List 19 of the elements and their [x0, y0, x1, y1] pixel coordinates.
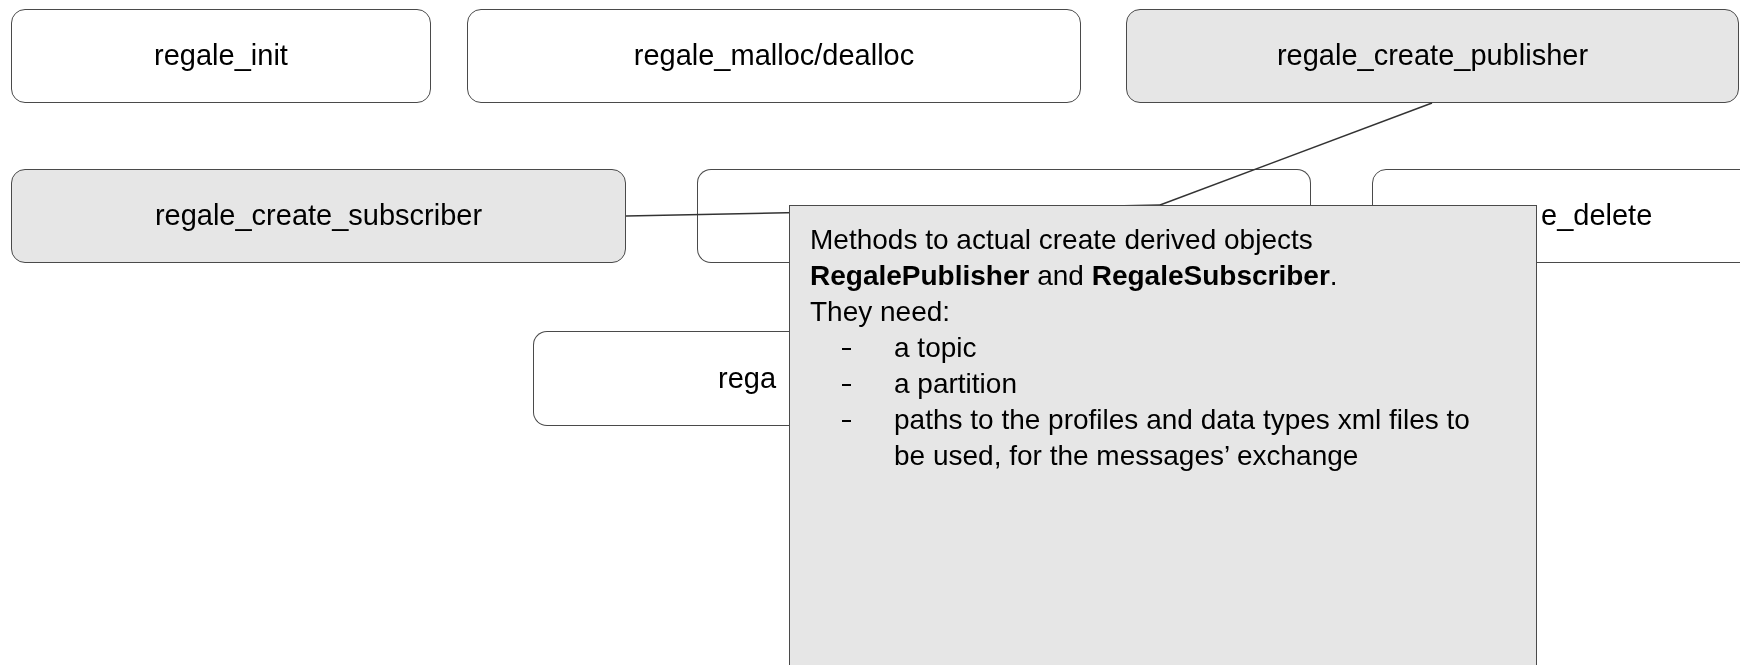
leader-line: [1159, 102, 1433, 206]
function-name: regale_malloc/dealloc: [633, 38, 915, 74]
rounded-box: [11, 9, 431, 103]
list-item-text: a partition: [894, 367, 1018, 401]
function-name: rega: [718, 360, 777, 396]
function-name: regale_create_publisher: [1276, 38, 1589, 74]
note-text: They need:: [810, 295, 952, 329]
rounded-box: [467, 9, 1081, 103]
rounded-box: [697, 169, 789, 263]
list-item-text: a topic: [894, 331, 978, 365]
note-tooltip: [789, 205, 1537, 665]
function-name: e_delete: [1541, 198, 1653, 234]
function-name: regale_init: [154, 38, 288, 74]
list-item-text: paths to the profiles and data types xml files to be used, for the messages’ exchange: [894, 403, 1471, 473]
note-text: Methods to actual create derived objects RegalePublisher and RegaleSubscriber.: [810, 223, 1339, 293]
rounded-box: [11, 169, 626, 263]
rounded-box: [1126, 9, 1739, 103]
function-name: regale_create_subscriber: [154, 198, 483, 234]
rounded-box: [533, 331, 789, 426]
